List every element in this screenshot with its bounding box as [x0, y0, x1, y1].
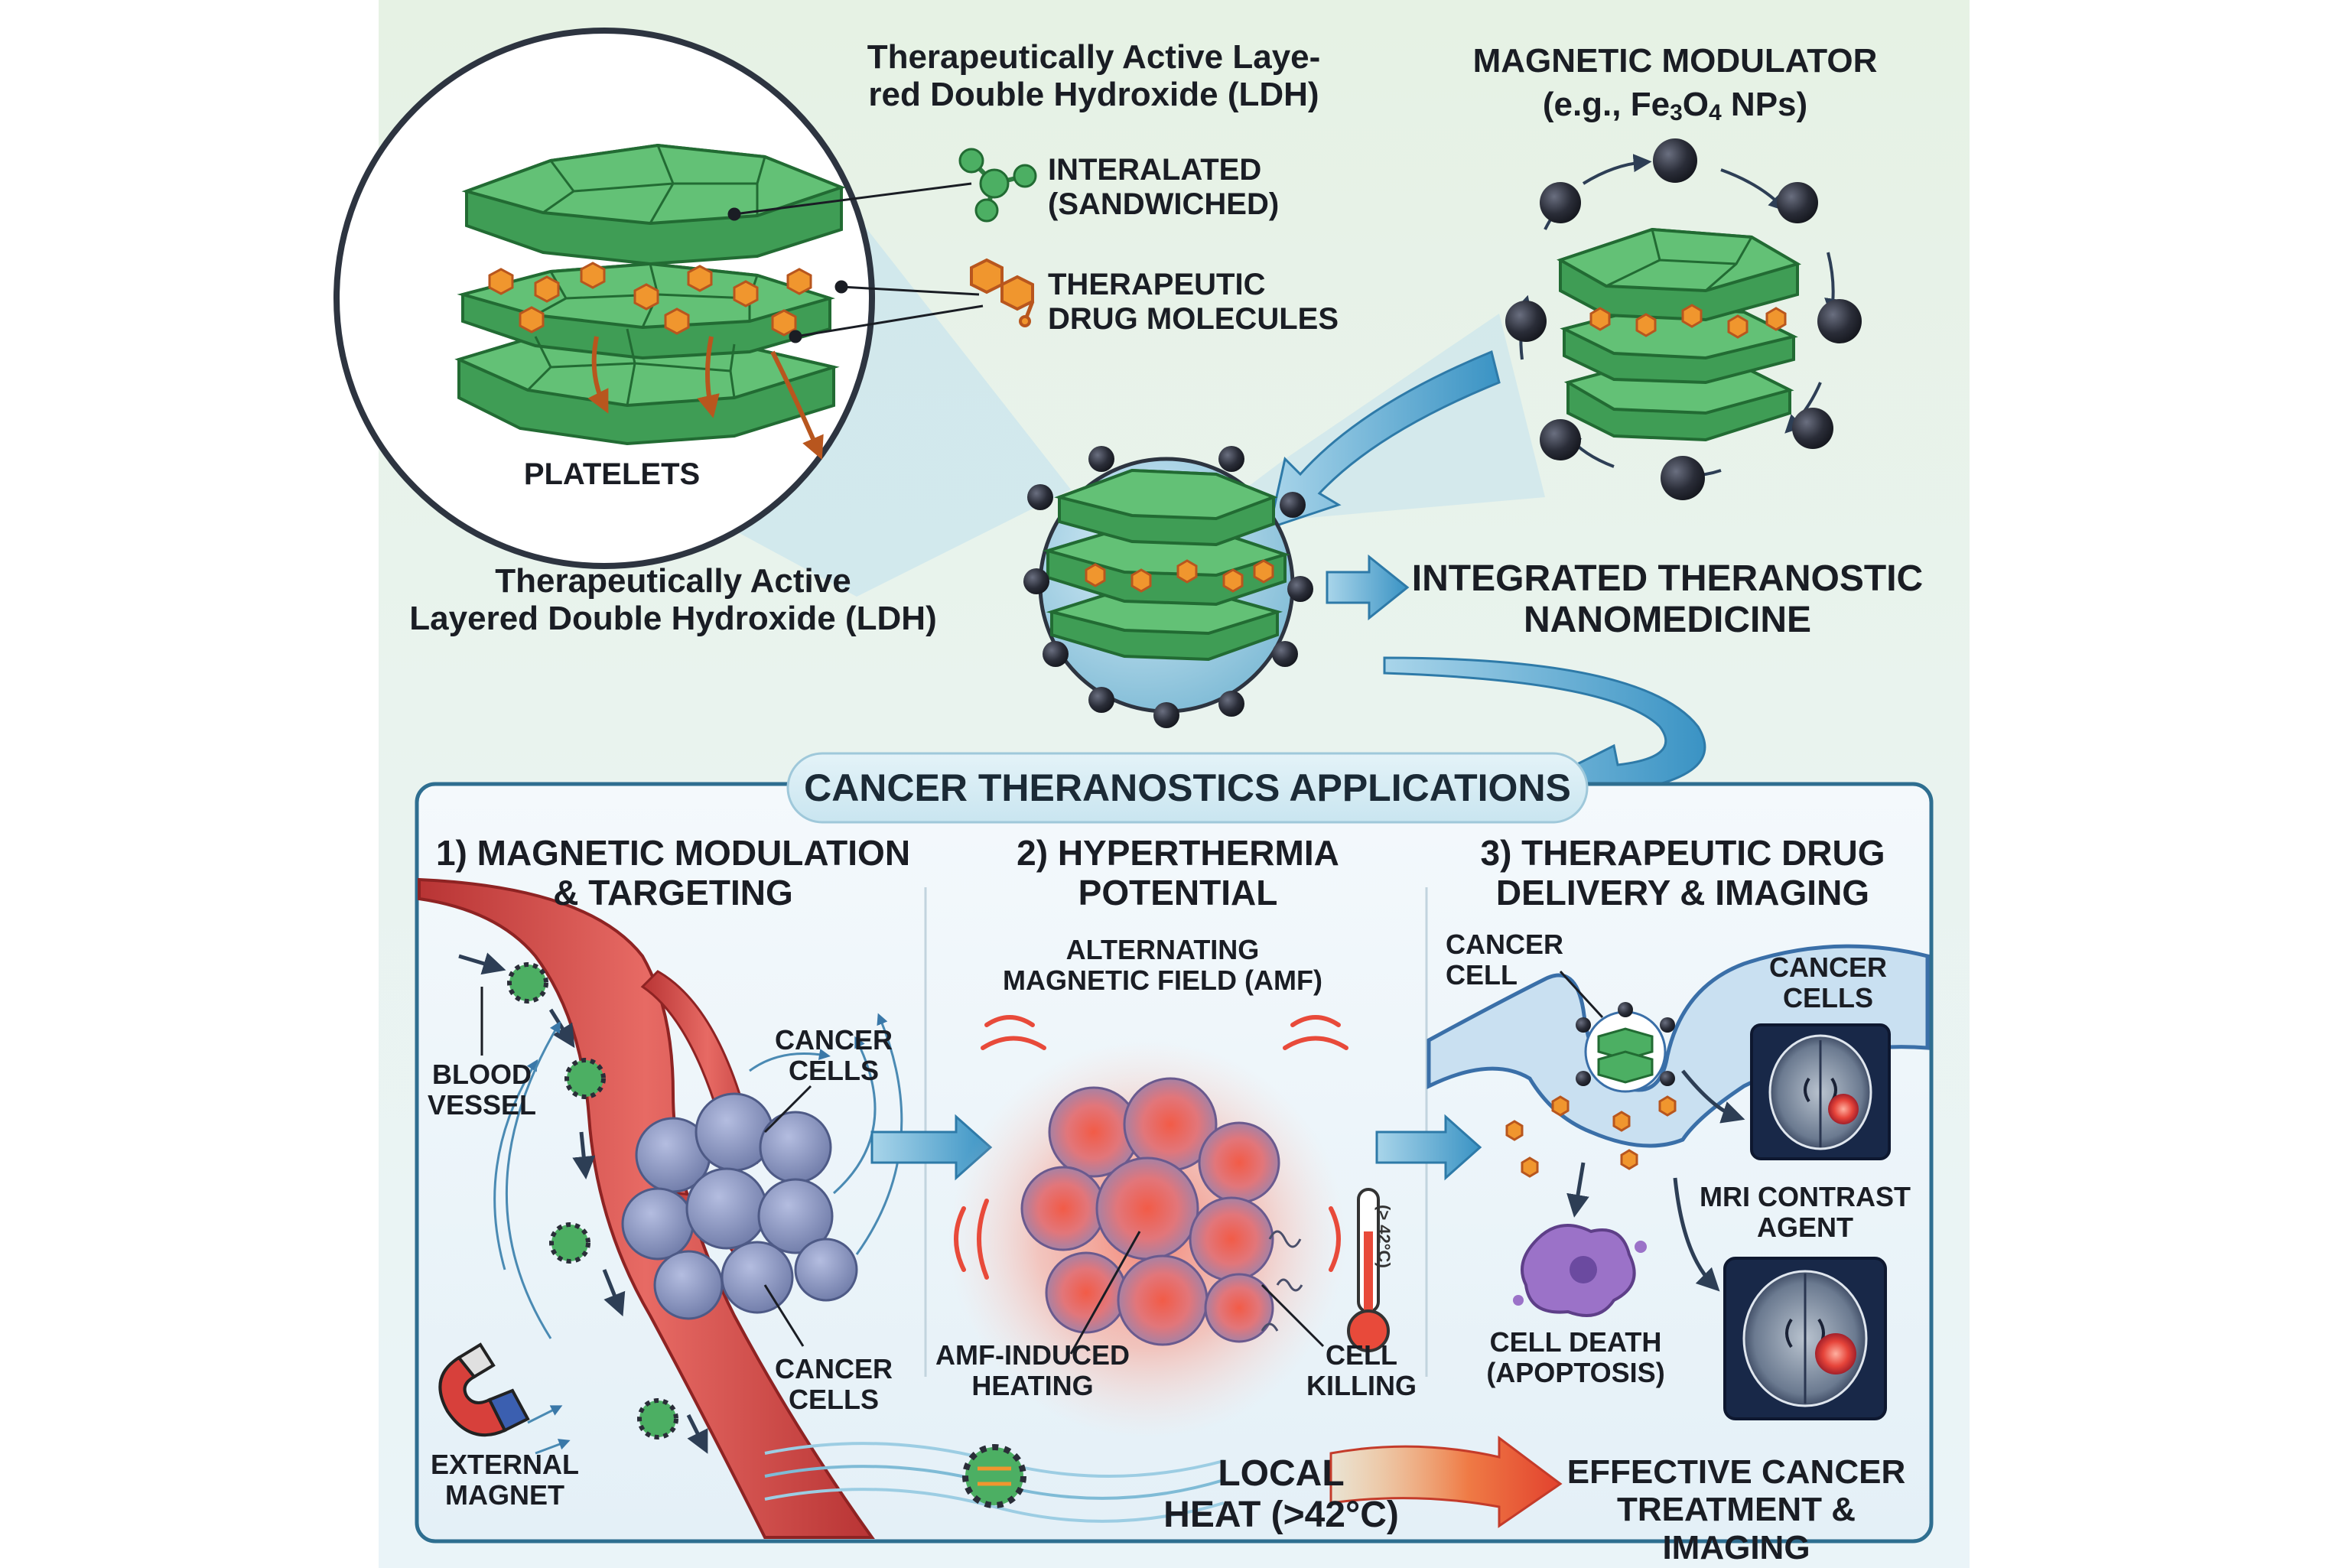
- external-magnet-icon: [438, 1342, 530, 1437]
- formula-sub-3: 3: [1670, 100, 1683, 125]
- cancer-cells-bottom-label: CANCER CELLS: [774, 1353, 893, 1416]
- released-drugs: [1505, 1095, 1677, 1178]
- ldh-title: Therapeutically Active Laye- red Double …: [867, 38, 1321, 114]
- panel3-arrows: [1566, 1069, 1745, 1292]
- applications-banner: [786, 752, 1589, 824]
- drug-release-arrows: [587, 336, 824, 460]
- mri-scan-bottom: [1723, 1257, 1887, 1420]
- applications-banner-label: CANCER THERANOSTICS APPLICATIONS: [804, 766, 1571, 809]
- panel1-leader-lines: [480, 987, 812, 1347]
- amf-heating-label: AMF-INDUCED HEATING: [935, 1339, 1130, 1402]
- local-heat-label: LOCAL HEAT (>42°C): [1163, 1453, 1399, 1535]
- cancer-cells-top-label: CANCER CELLS: [774, 1024, 893, 1087]
- cancer-cells-label: CANCER CELLS: [1768, 952, 1887, 1014]
- modulator-ldh-stack: [1557, 227, 1802, 442]
- legend-drug-label: THERAPEUTIC DRUG MOLECULES: [1048, 268, 1339, 336]
- fe3o4-nanoparticles: [1505, 138, 1862, 500]
- hot-tumor: [1020, 1077, 1280, 1346]
- ldh-caption: Therapeutically Active Layered Double Hy…: [409, 562, 937, 638]
- vessel-nanoparticles: [507, 962, 678, 1440]
- cancer-cell-membrane: [1426, 944, 1930, 1148]
- integrated-nanomedicine-label: INTEGRATED THERANOSTIC NANOMEDICINE: [1411, 558, 1924, 640]
- thermometer-icon: [1347, 1188, 1390, 1352]
- external-magnet-label: EXTERNAL MAGNET: [430, 1449, 579, 1511]
- modulator-drug-molecules: [1589, 304, 1787, 339]
- amf-label: ALTERNATING MAGNETIC FIELD (AMF): [1003, 934, 1322, 997]
- tumor-cluster: [621, 1092, 858, 1320]
- delivery-ldh: [1576, 1002, 1675, 1086]
- drug-molecules-large: [488, 262, 812, 337]
- modulator-title: MAGNETIC MODULATOR: [1472, 42, 1878, 80]
- formula-sub-4: 4: [1709, 100, 1722, 125]
- legend-intercalated-label: INTERALATED (SANDWICHED): [1048, 153, 1280, 221]
- effective-treatment-label: EFFECTIVE CANCER TREATMENT & IMAGING: [1566, 1453, 1906, 1566]
- modulator-formula: (e.g., Fe3O4 NPs): [1542, 86, 1808, 125]
- mri-contrast-label: MRI CONTRAST AGENT: [1700, 1181, 1911, 1244]
- apoptotic-cell-icon: [1513, 1224, 1647, 1317]
- cell-death-label: CELL DEATH (APOPTOSIS): [1486, 1326, 1665, 1389]
- panel3-title: 3) THERAPEUTIC DRUG DELIVERY & IMAGING: [1480, 833, 1885, 912]
- integrated-nanoparticle: [1023, 446, 1313, 728]
- platelets-label: PLATELETS: [523, 457, 701, 491]
- panel2-to-panel3-arrow: [1375, 1114, 1482, 1181]
- mri-scan-top: [1750, 1023, 1891, 1160]
- panel1-title: 1) MAGNETIC MODULATION & TARGETING: [435, 833, 911, 912]
- cell-killing-label: CELL KILLING: [1306, 1339, 1417, 1402]
- panel3-leader-lines: [1559, 970, 1604, 1019]
- panel2-title: 2) HYPERTHERMIA POTENTIAL: [1017, 833, 1339, 912]
- cancer-cell-label: CANCER CELL: [1446, 929, 1564, 991]
- thermometer-label: (> 42°C): [1374, 1205, 1394, 1268]
- legend-leader-lines: [727, 182, 984, 343]
- to-integrated-arrow: [1326, 554, 1410, 621]
- blood-vessel-label: BLOOD VESSEL: [427, 1059, 537, 1121]
- amf-wave-lines: [954, 1015, 1348, 1280]
- panel2-leader-lines: [1069, 1231, 1325, 1355]
- bottom-nanoparticle: [962, 1444, 1026, 1508]
- drug-molecule-icon: [970, 258, 1035, 327]
- intercalated-icon: [958, 148, 1037, 223]
- effective-treatment-arrow: [1329, 1436, 1563, 1528]
- cell-debris: [1261, 1230, 1303, 1332]
